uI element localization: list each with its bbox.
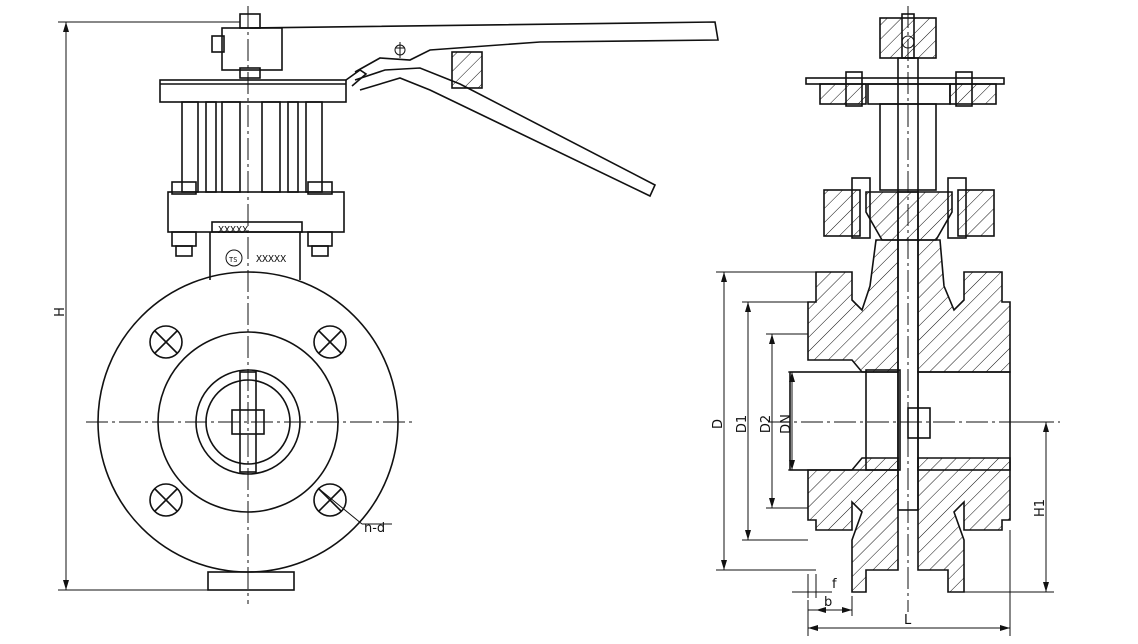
label-nd: n-d (364, 521, 385, 536)
label-b: b (824, 595, 832, 610)
bolt-hole-icon (149, 325, 183, 359)
dimension-b: b (808, 595, 853, 616)
plate-marking: XXXXX (218, 225, 248, 236)
dimension-d: D (711, 271, 816, 571)
top-bracket (159, 13, 368, 103)
side-view: D D1 D2 DN (711, 6, 1060, 636)
label-h1: H1 (1033, 499, 1048, 517)
bolt-hole-icon (313, 325, 347, 359)
ts-logo-text: TS (229, 256, 237, 264)
label-h: H (53, 307, 68, 317)
top-plate (805, 71, 1005, 107)
ts-logo-icon (225, 249, 243, 267)
handle-grip (451, 51, 483, 89)
label-dn: DN (779, 414, 794, 434)
leader-nd: n-d (317, 487, 392, 536)
dimension-h1: H1 (964, 421, 1054, 593)
label-d2: D2 (759, 415, 774, 433)
neck: TS XXXXX (209, 232, 301, 280)
label-f: f (832, 577, 837, 592)
label-d: D (711, 419, 726, 429)
base-foot (207, 571, 295, 591)
dimension-d1: D1 (735, 301, 808, 541)
bolt-hole-icon (149, 483, 183, 517)
ts-marking: XXXXX (256, 254, 286, 265)
dimension-d2: D2 (759, 333, 808, 509)
label-l: L (904, 613, 912, 628)
dimension-f: f (792, 574, 837, 598)
front-view: H (53, 6, 719, 604)
lever-handle (249, 21, 719, 198)
bolt-holes (149, 325, 347, 517)
label-d1: D1 (735, 415, 750, 433)
dimension-l: L (807, 530, 1011, 636)
packing-flange: XXXXX (167, 181, 345, 257)
column-rods (181, 101, 323, 193)
valve-body-section (789, 239, 1011, 593)
bolt-hole-icon (313, 483, 347, 517)
side-packing-flange (823, 177, 995, 241)
dimension-dn: DN (779, 371, 796, 471)
